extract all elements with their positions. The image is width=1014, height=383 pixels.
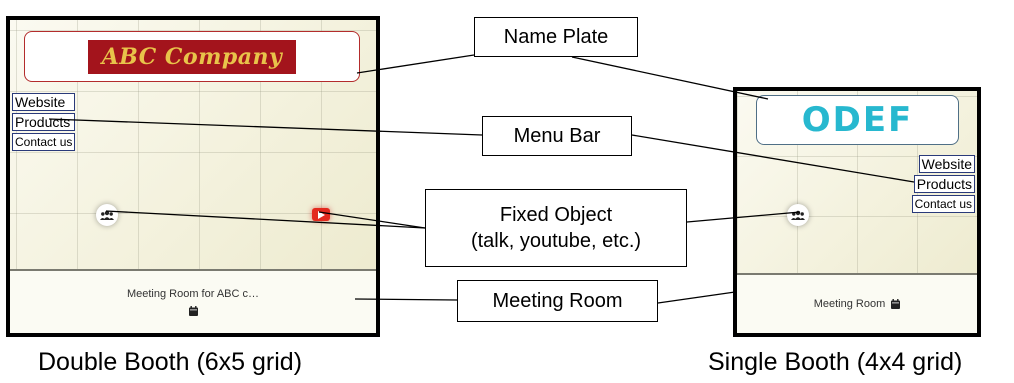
caption-single-booth: Single Booth (4x4 grid) <box>708 348 963 376</box>
leader-line-meeting-single <box>657 291 736 304</box>
leader-line-name-plate-double <box>356 54 475 74</box>
double-booth: ABC Company Website Products Contact us … <box>6 16 380 337</box>
leader-line-menu-single <box>631 134 915 183</box>
menu-item-website[interactable]: Website <box>918 155 975 173</box>
people-group-icon <box>100 210 114 220</box>
menu-item-products[interactable]: Products <box>12 113 76 131</box>
callout-fixed-object-subtitle: (talk, youtube, etc.) <box>470 230 642 252</box>
menu-bar: Website Products Contact us <box>12 93 76 151</box>
meeting-room[interactable]: Meeting Room for ABC c… <box>10 269 376 333</box>
leader-line-fixed-talk-double <box>105 210 426 229</box>
company-logo: ODEF <box>801 100 914 140</box>
meeting-room[interactable]: Meeting Room <box>737 273 977 333</box>
callout-menu-bar: Menu Bar <box>482 116 632 156</box>
name-plate[interactable]: ODEF <box>756 95 959 145</box>
name-plate[interactable]: ABC Company <box>24 31 360 82</box>
callout-meeting-room: Meeting Room <box>457 280 658 322</box>
calendar-icon <box>891 299 901 309</box>
leader-line-meeting-double <box>354 298 458 301</box>
callout-meeting-room-label: Meeting Room <box>492 290 623 312</box>
callout-name-plate-label: Name Plate <box>503 26 609 48</box>
callout-fixed-object: Fixed Object (talk, youtube, etc.) <box>425 189 687 267</box>
meeting-room-label: Meeting Room <box>813 298 886 310</box>
menu-bar: Website Products Contact us <box>911 155 975 213</box>
callout-name-plate: Name Plate <box>474 17 638 57</box>
company-logo: ABC Company <box>87 39 297 74</box>
menu-item-products[interactable]: Products <box>913 175 975 193</box>
callout-fixed-object-title: Fixed Object <box>499 204 613 226</box>
menu-item-contact[interactable]: Contact us <box>911 195 975 213</box>
menu-item-contact[interactable]: Contact us <box>12 133 76 151</box>
single-booth: ODEF Website Products Contact us Meeting… <box>733 87 981 337</box>
talk-object[interactable] <box>96 204 118 226</box>
leader-line-name-plate-single <box>571 56 769 100</box>
leader-line-fixed-talk-single <box>686 211 801 223</box>
calendar-icon <box>188 306 198 316</box>
leader-line-fixed-youtube-double <box>318 211 426 229</box>
menu-item-website[interactable]: Website <box>12 93 76 111</box>
leader-line-menu-double <box>48 118 483 136</box>
caption-double-booth: Double Booth (6x5 grid) <box>38 348 303 376</box>
meeting-room-label: Meeting Room for ABC c… <box>126 288 260 300</box>
callout-menu-bar-label: Menu Bar <box>513 125 601 147</box>
